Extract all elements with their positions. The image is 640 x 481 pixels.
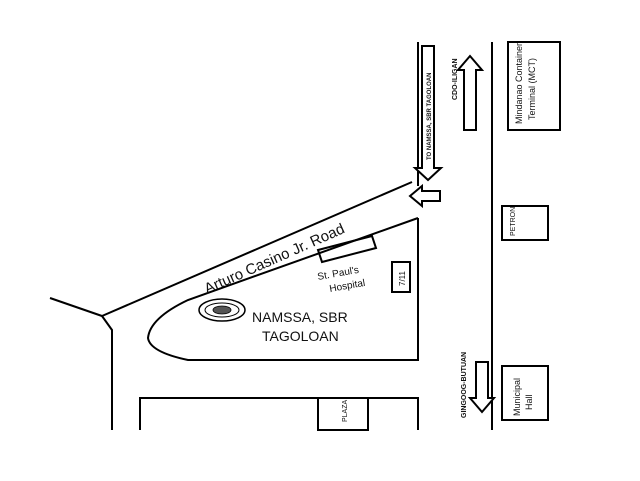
petron-station: [501, 205, 549, 241]
hospital-building: [316, 234, 378, 264]
arrow-cdo-iligan-label: CDO-ILIGAN: [452, 58, 459, 100]
mct-building: [507, 41, 561, 131]
arrow-gingoog-butuan-icon: [467, 361, 497, 414]
campus-block: [146, 217, 419, 361]
arrow-to-namssa-label: TO NAMSSA, SBR TAGOLOAN: [427, 73, 433, 160]
arrow-turn-left-icon: [408, 183, 441, 209]
arrow-gingoog-butuan-label: GINGOOG-BUTUAN: [461, 352, 468, 418]
hospital-label-line2: Hospital: [329, 278, 367, 295]
campus-name-line2: TAGOLOAN: [262, 328, 339, 344]
municipal-hall-line1: Municipal: [512, 378, 522, 416]
arrow-to-namssa-icon: [412, 45, 444, 182]
road-edge-bottom: [139, 397, 419, 430]
petron-label: PETRON: [510, 207, 517, 236]
campus-name-line1: NAMSSA, SBR: [252, 309, 348, 325]
mct-label-line1: Mindanao Container: [514, 43, 524, 124]
road-edge-upper: [49, 181, 413, 317]
road-name-label: Arturo Casino Jr. Road: [202, 220, 348, 297]
municipal-hall-line2: Hall: [524, 394, 534, 410]
road-edge-left: [101, 315, 113, 430]
arrow-cdo-iligan-icon: [455, 54, 485, 131]
plaza-label: PLAZA: [342, 399, 349, 422]
mct-label-line2: Terminal (MCT): [527, 58, 537, 120]
municipal-hall-building: [501, 365, 549, 421]
store-711-label: 7/11: [398, 270, 407, 286]
plaza-area: [317, 397, 369, 431]
store-711: [391, 261, 411, 293]
seal-icon: [198, 298, 246, 322]
